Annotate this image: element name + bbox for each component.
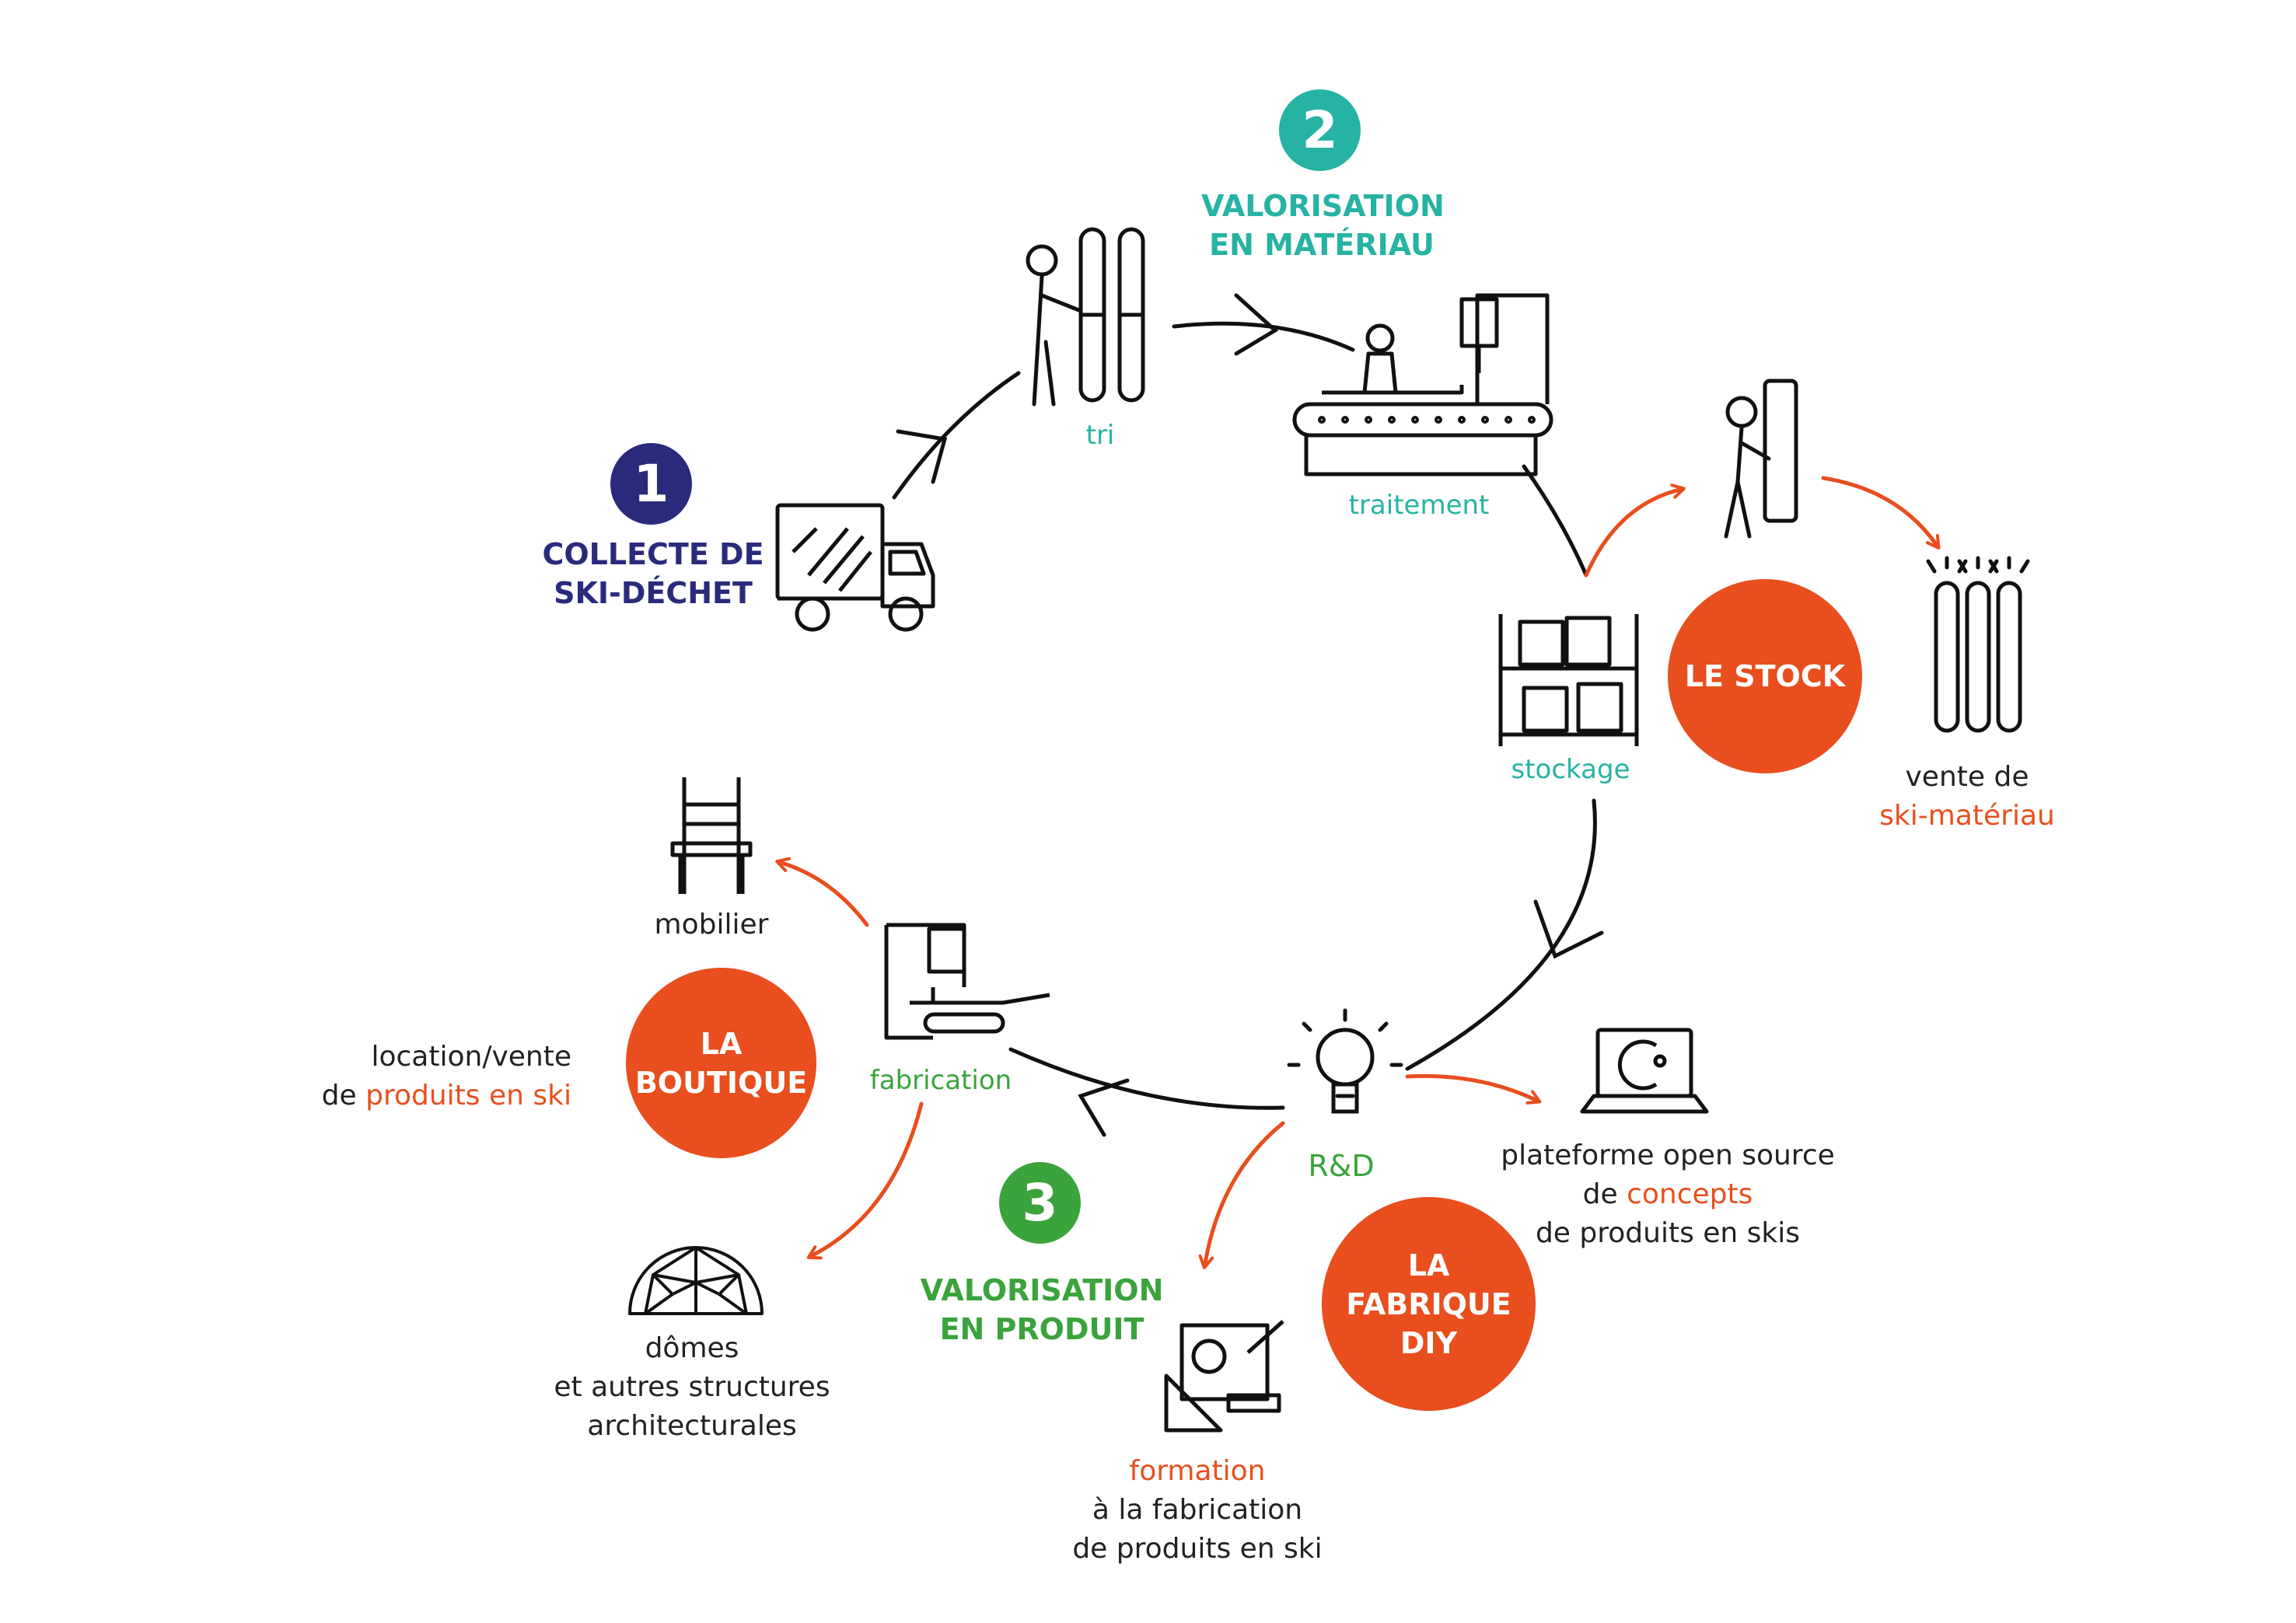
arrow-traitement-to-person [1584, 483, 1686, 578]
chevron-2 [1234, 293, 1279, 356]
hub-le-stock: LE STOCK [1668, 579, 1862, 773]
step-3-title: VALORISATION EN PRODUIT [920, 1273, 1164, 1346]
stage-rd-label: R&D [1308, 1149, 1375, 1183]
output-vente-ski-materiau: vente de ski-matériau [1879, 761, 2055, 832]
stage-tri-label: tri [1085, 420, 1115, 451]
arrow-fabrication-to-domes [806, 1101, 924, 1260]
arrow-rd-to-formation [1198, 1121, 1285, 1269]
output-domes: dômes et autres structures architectural… [554, 1332, 830, 1442]
laptop-icon [1580, 1028, 1709, 1114]
person-carrying-icon [1724, 379, 1798, 539]
output-mobilier: mobilier [654, 909, 769, 941]
chevron-4 [1078, 1078, 1130, 1137]
truck-icon [775, 503, 935, 632]
chair-icon [670, 777, 753, 894]
dome-icon [628, 1246, 764, 1315]
connector-rd-to-fabrication [1008, 1047, 1285, 1110]
output-location-vente: location/vente de produits en ski [321, 1041, 571, 1112]
output-formation: formation à la fabrication de produits e… [1072, 1455, 1323, 1565]
output-arrows [775, 476, 1941, 1269]
output-plateforme: plateforme open source de concepts de pr… [1501, 1140, 1835, 1249]
stage-fabrication-label: fabrication [869, 1065, 1012, 1096]
chevron-3 [1533, 899, 1604, 959]
step-1-title: COLLECTE DE SKI-DÉCHET [542, 537, 764, 610]
arrow-person-to-skis [1821, 476, 1941, 550]
stage-stockage-label: stockage [1511, 754, 1630, 785]
shelving-icon [1498, 614, 1639, 746]
chevron-1 [896, 429, 948, 484]
arrow-rd-to-plateforme [1405, 1073, 1542, 1105]
cycle-connectors [892, 293, 1604, 1137]
step-1-number: 1 [610, 443, 692, 525]
step-3-number: 3 [999, 1162, 1081, 1244]
connector-stockage-to-rd [1405, 798, 1597, 1071]
connector-collecte-to-tri [892, 371, 1021, 500]
step-2-title: VALORISATION EN MATÉRIAU [1201, 189, 1445, 262]
conveyor-machine-icon [1292, 293, 1553, 476]
step-2-number: 2 [1279, 89, 1361, 171]
connector-traitement-to-stockage [1522, 464, 1588, 578]
arrow-fabrication-to-mobilier [775, 857, 869, 927]
lightbulb-icon [1287, 1008, 1403, 1114]
skis-material-icon [1926, 556, 2030, 733]
stage-traitement-label: traitement [1348, 490, 1490, 521]
cnc-machine-icon [884, 923, 1050, 1040]
design-tools-icon [1164, 1320, 1284, 1433]
person-skis-icon [1026, 227, 1145, 407]
